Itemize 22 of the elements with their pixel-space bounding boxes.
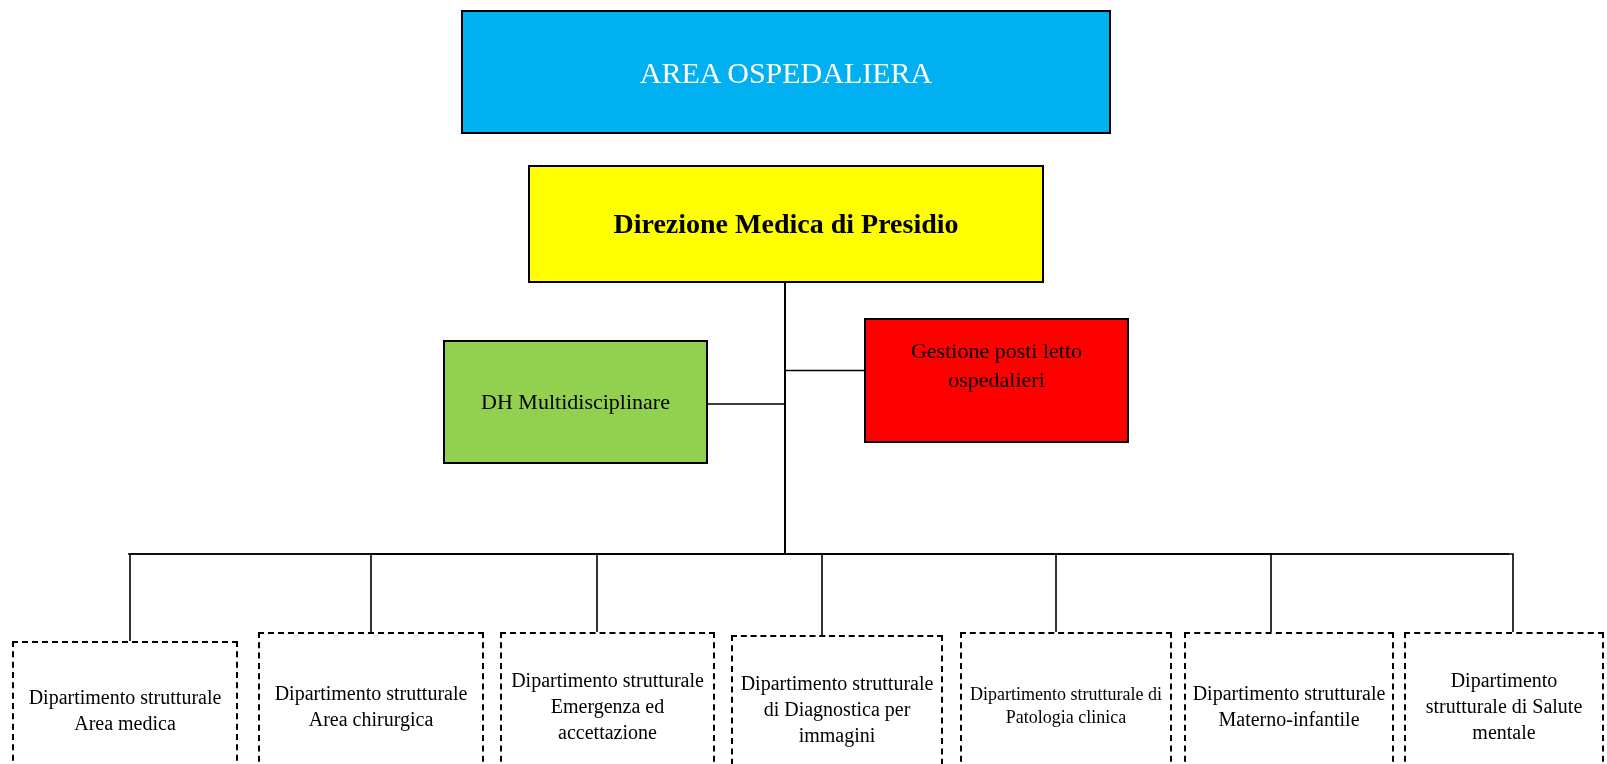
node-label: DH Multidisciplinare xyxy=(480,387,671,416)
department-box xyxy=(1184,632,1394,764)
department-box xyxy=(12,641,238,764)
unit-box xyxy=(443,340,708,464)
node-label: Direzione Medica di Presidio xyxy=(612,206,960,241)
unit-box xyxy=(864,318,1129,443)
department-box xyxy=(258,632,484,764)
node-label: Dipartimento strutturale Materno-infantile xyxy=(1191,681,1387,732)
department-box xyxy=(500,632,715,764)
department-box xyxy=(731,635,943,764)
node-label: Dipartimento strutturale Area chirurgica xyxy=(273,681,469,732)
node-label: Dipartimento strutturale di Patologia clinica xyxy=(969,682,1163,729)
node-label: Gestione posti letto ospedalieri xyxy=(909,336,1084,394)
node-label: AREA OSPEDALIERA xyxy=(638,54,934,91)
node-label: Dipartimento strutturale Area medica xyxy=(27,685,223,736)
area-box xyxy=(461,10,1111,134)
department-box xyxy=(960,632,1172,764)
direction-box xyxy=(528,165,1044,283)
node-label: Dipartimento strutturale Emergenza ed accettazione xyxy=(510,668,705,745)
node-label: Dipartimento strutturale di Diagnostica per immagini xyxy=(739,671,935,748)
department-box xyxy=(1404,632,1604,764)
node-label: Dipartimento strutturale di Salute mentale xyxy=(1424,668,1584,745)
